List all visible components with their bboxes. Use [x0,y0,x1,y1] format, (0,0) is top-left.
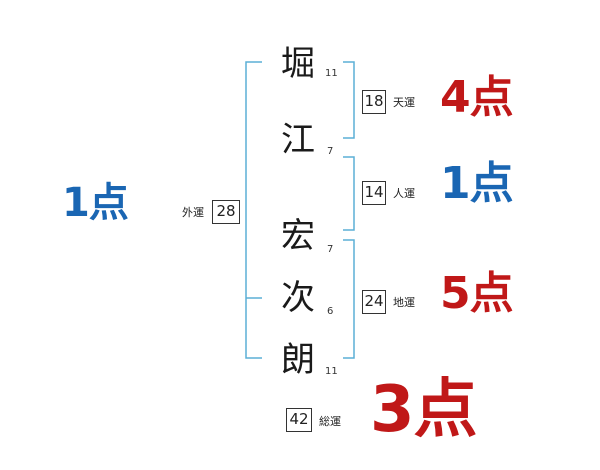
tenun-bracket [343,61,355,139]
jinun-score: 1点 [440,158,514,209]
outer-bracket [245,61,262,359]
chiun-bracket [343,239,355,359]
tenun-label: 天運 [393,96,415,109]
chiun-score: 5点 [440,268,514,319]
souun-label: 総運 [319,415,341,428]
chiun-value-box: 24 [362,290,386,314]
stroke-count-2: 7 [327,146,334,157]
stroke-count-5: 11 [325,366,338,377]
stroke-count-4: 6 [327,306,334,317]
name-char-3: 宏 [281,216,315,256]
name-char-5: 朗 [281,340,315,380]
gaiun-score: 1点 [62,180,129,226]
gaiun-value-box: 28 [212,200,240,224]
jinun-value-box: 14 [362,181,386,205]
tenun-score: 4点 [440,72,514,123]
jinun-bracket [343,156,355,231]
tenun-value-box: 18 [362,90,386,114]
name-char-4: 次 [281,278,315,318]
name-char-1: 堀 [281,44,315,84]
jinun-label: 人運 [393,187,415,200]
souun-value-box: 42 [286,408,312,432]
souun-score: 3点 [370,373,478,447]
gaiun-label: 外運 [182,206,204,219]
name-char-2: 江 [281,120,315,160]
chiun-label: 地運 [393,296,415,309]
stroke-count-1: 11 [325,68,338,79]
stroke-count-3: 7 [327,244,334,255]
